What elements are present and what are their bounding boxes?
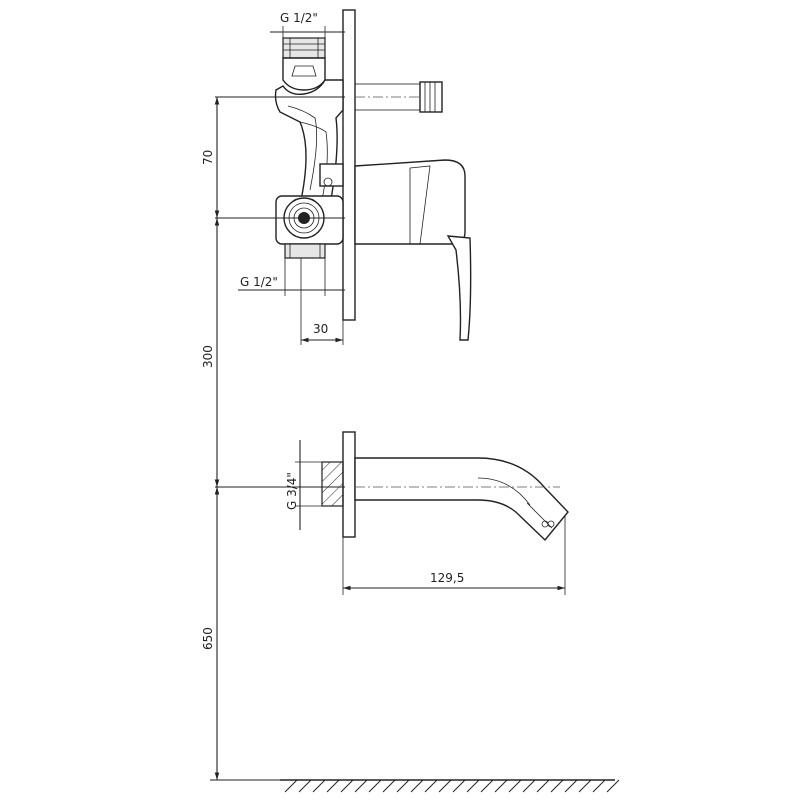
spout-wall-plate [342,431,356,538]
dimension-lines [210,26,566,781]
spout-length-label: 129,5 [430,571,464,585]
spout-assembly [215,431,569,542]
mixer-handle [354,159,472,341]
floor-hatch-stroke [466,779,480,793]
depth-30-label: 30 [313,322,328,336]
floor-hatch-stroke [550,779,564,793]
floor-hatch-stroke [410,779,424,793]
floor-line [280,779,620,793]
floor-hatch-stroke [438,779,452,793]
floor-hatch-stroke [326,779,340,793]
height-300-label: 300 [201,345,215,368]
mixer-assembly [215,9,472,341]
spout-tube [354,457,569,542]
floor-hatch-stroke [606,779,620,793]
diverter-knob [354,81,443,113]
floor-hatch-stroke [312,779,326,793]
floor-hatch-stroke [508,779,522,793]
floor-hatch-stroke [578,779,592,793]
floor-hatch-stroke [452,779,466,793]
floor-hatch-stroke [480,779,494,793]
floor-hatch-stroke [536,779,550,793]
wall-plate [342,9,356,321]
spout-thread [321,461,344,507]
height-650-label: 650 [201,627,215,650]
floor-hatch-stroke [368,779,382,793]
height-70-label: 70 [201,150,215,165]
floor-hatch-stroke [424,779,438,793]
floor-hatch-stroke [284,779,298,793]
floor-hatch-stroke [298,779,312,793]
top-inlet-connector [282,37,326,91]
floor-hatch-stroke [522,779,536,793]
floor-hatch-stroke [354,779,368,793]
mixer-body [274,79,344,206]
bottom-inlet-connector [275,195,344,259]
thread-top-label: G 1/2" [280,11,318,25]
floor-hatch-stroke [494,779,508,793]
floor-hatch-stroke [592,779,606,793]
thread-spout-label: G 3/4" [285,472,299,510]
floor-hatch-stroke [564,779,578,793]
floor-hatch-stroke [396,779,410,793]
floor-hatch-stroke [382,779,396,793]
floor-hatch-stroke [340,779,354,793]
thread-bottom-label: G 1/2" [240,275,278,289]
